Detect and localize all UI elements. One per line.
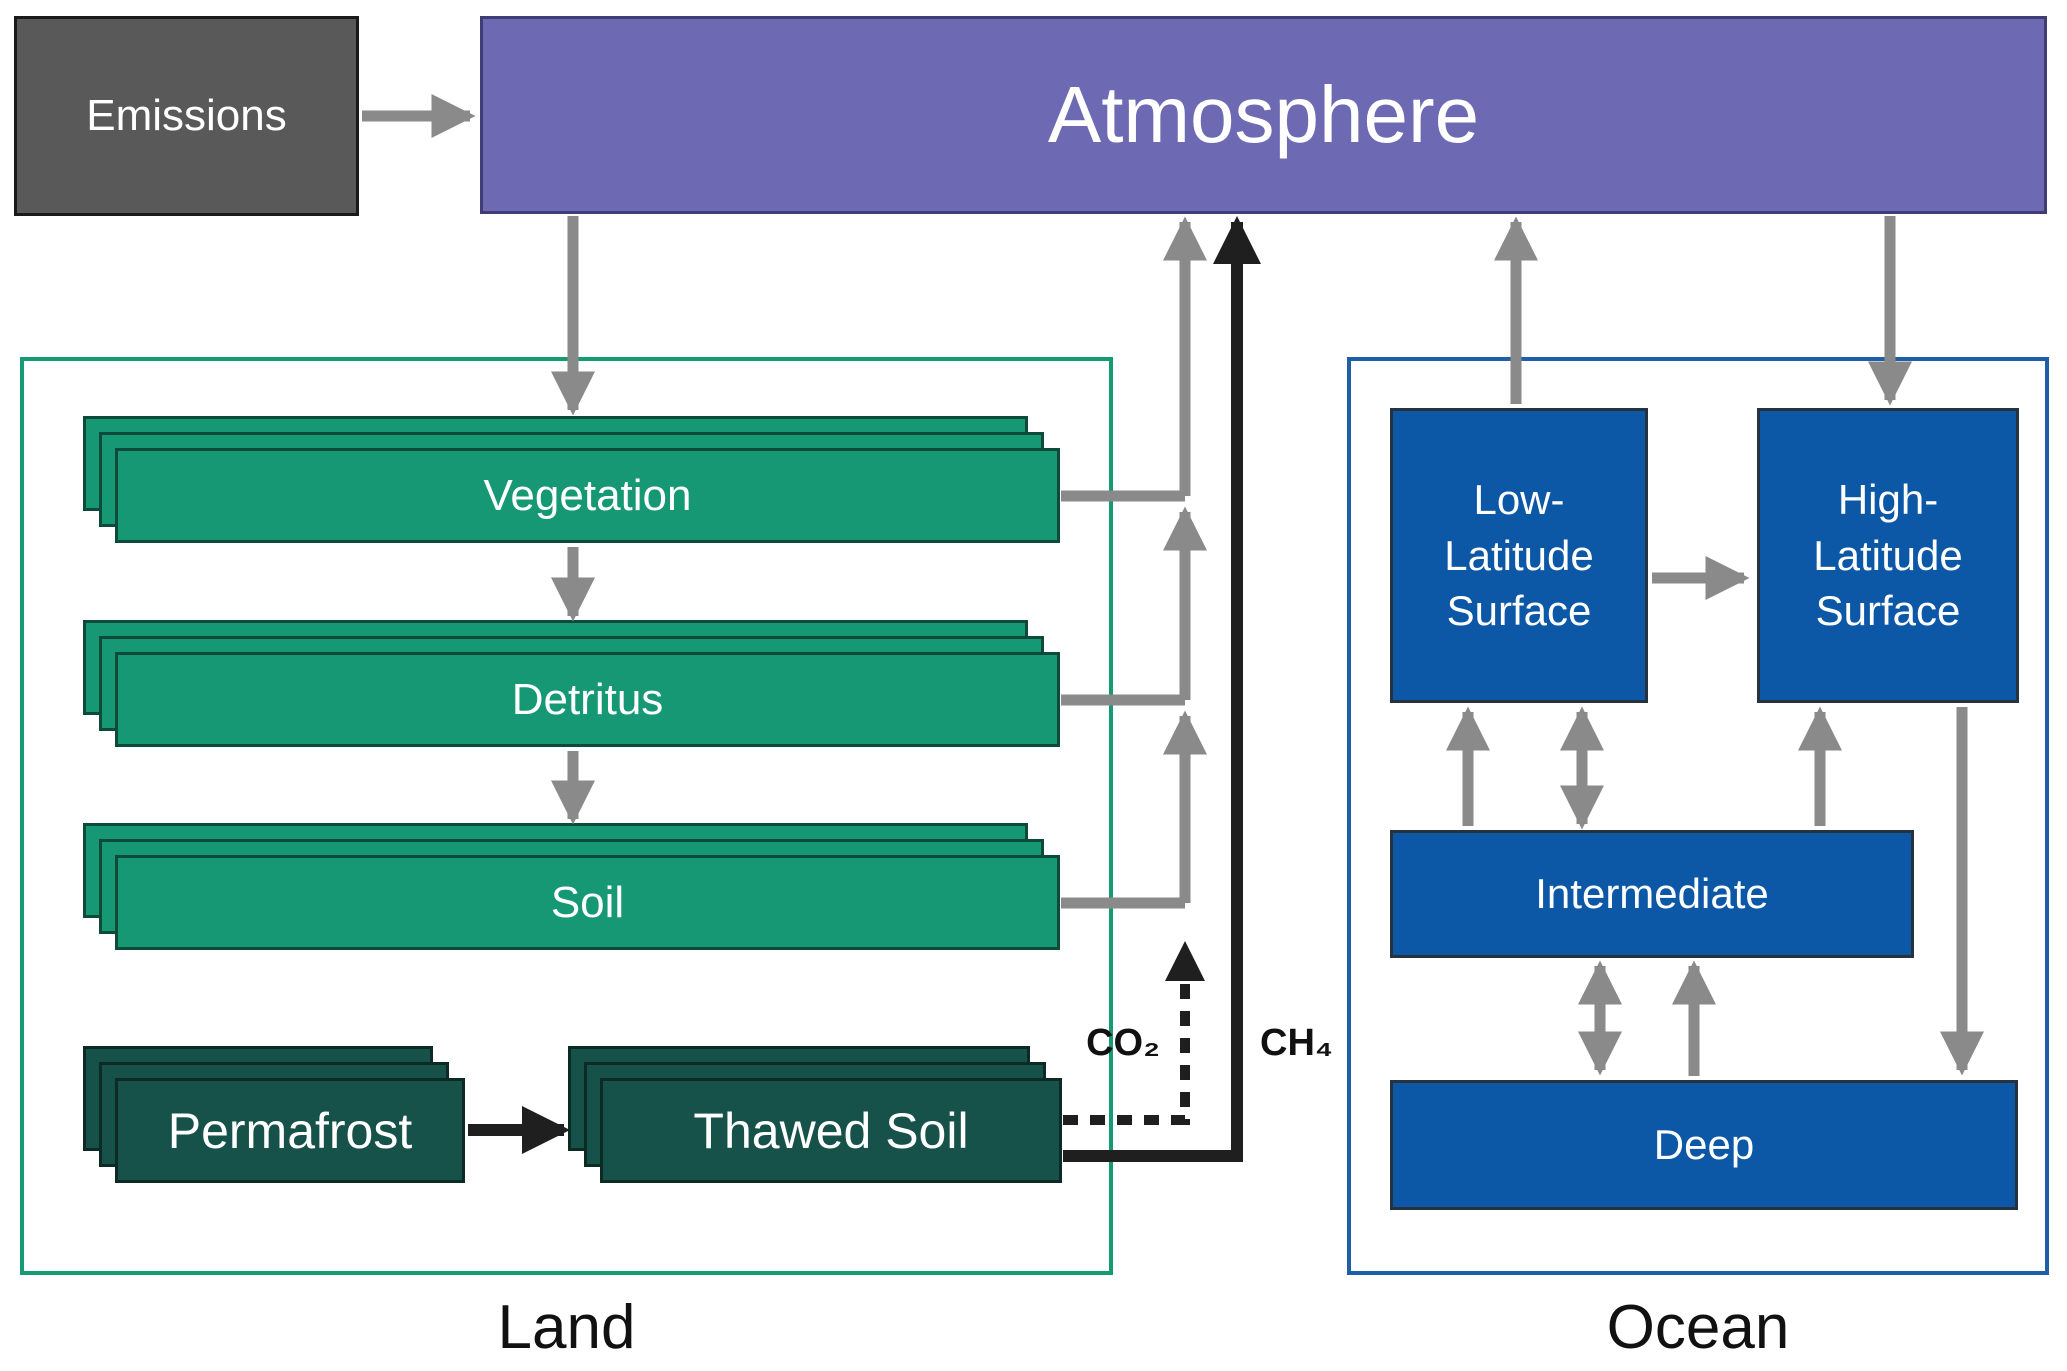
thawed-soil-label: Thawed Soil [693,1102,969,1159]
vegetation-label: Vegetation [483,470,692,520]
thawed-soil-stack: Thawed Soil [568,1046,1062,1183]
thawed-soil-box: Thawed Soil [600,1078,1062,1183]
ocean-label: Ocean [1606,1293,1790,1362]
deep-box: Deep [1390,1080,2018,1210]
permafrost-label: Permafrost [167,1102,413,1159]
vegetation-box: Vegetation [115,448,1060,543]
emissions-box: Emissions [14,16,359,216]
intermediate-box: Intermediate [1390,830,1914,958]
low-latitude-surface-box: Low- Latitude Surface [1390,408,1648,703]
ch4-flux-label: CH₄ [1260,1022,1333,1064]
soil-label: Soil [550,877,625,927]
detritus-stack: Detritus [83,620,1060,747]
co2-flux-label: CO₂ [1086,1022,1160,1064]
soil-box: Soil [115,855,1060,950]
vegetation-stack: Vegetation [83,416,1060,543]
atmosphere-box: Atmosphere [480,16,2047,214]
soil-stack: Soil [83,823,1060,950]
land-label: Land [497,1293,636,1362]
permafrost-box: Permafrost [115,1078,465,1183]
permafrost-stack: Permafrost [83,1046,465,1183]
detritus-label: Detritus [511,674,664,724]
high-latitude-surface-box: High- Latitude Surface [1757,408,2019,703]
detritus-box: Detritus [115,652,1060,747]
ocean-region [1347,357,2049,1275]
